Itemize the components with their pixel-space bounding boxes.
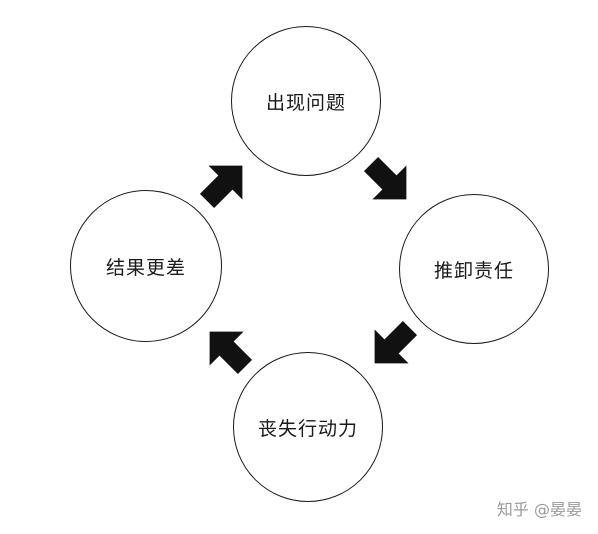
node-lose-action: 丧失行动力 <box>233 352 383 502</box>
node-label: 结果更差 <box>105 256 186 279</box>
watermark: 知乎 @晏晏 <box>496 500 582 519</box>
node-label: 丧失行动力 <box>257 417 358 440</box>
arrow-right-to-bottom-icon <box>357 311 427 381</box>
node-problem-occurs: 出现问题 <box>231 26 381 176</box>
node-shift-blame: 推卸责任 <box>399 194 549 344</box>
arrow-left-to-top-icon <box>190 148 260 218</box>
node-label: 推卸责任 <box>433 259 514 282</box>
arrow-top-to-right-icon <box>354 147 424 217</box>
arrow-bottom-to-left-icon <box>192 314 262 384</box>
node-worse-result: 结果更差 <box>70 190 222 342</box>
node-label: 出现问题 <box>265 91 346 114</box>
